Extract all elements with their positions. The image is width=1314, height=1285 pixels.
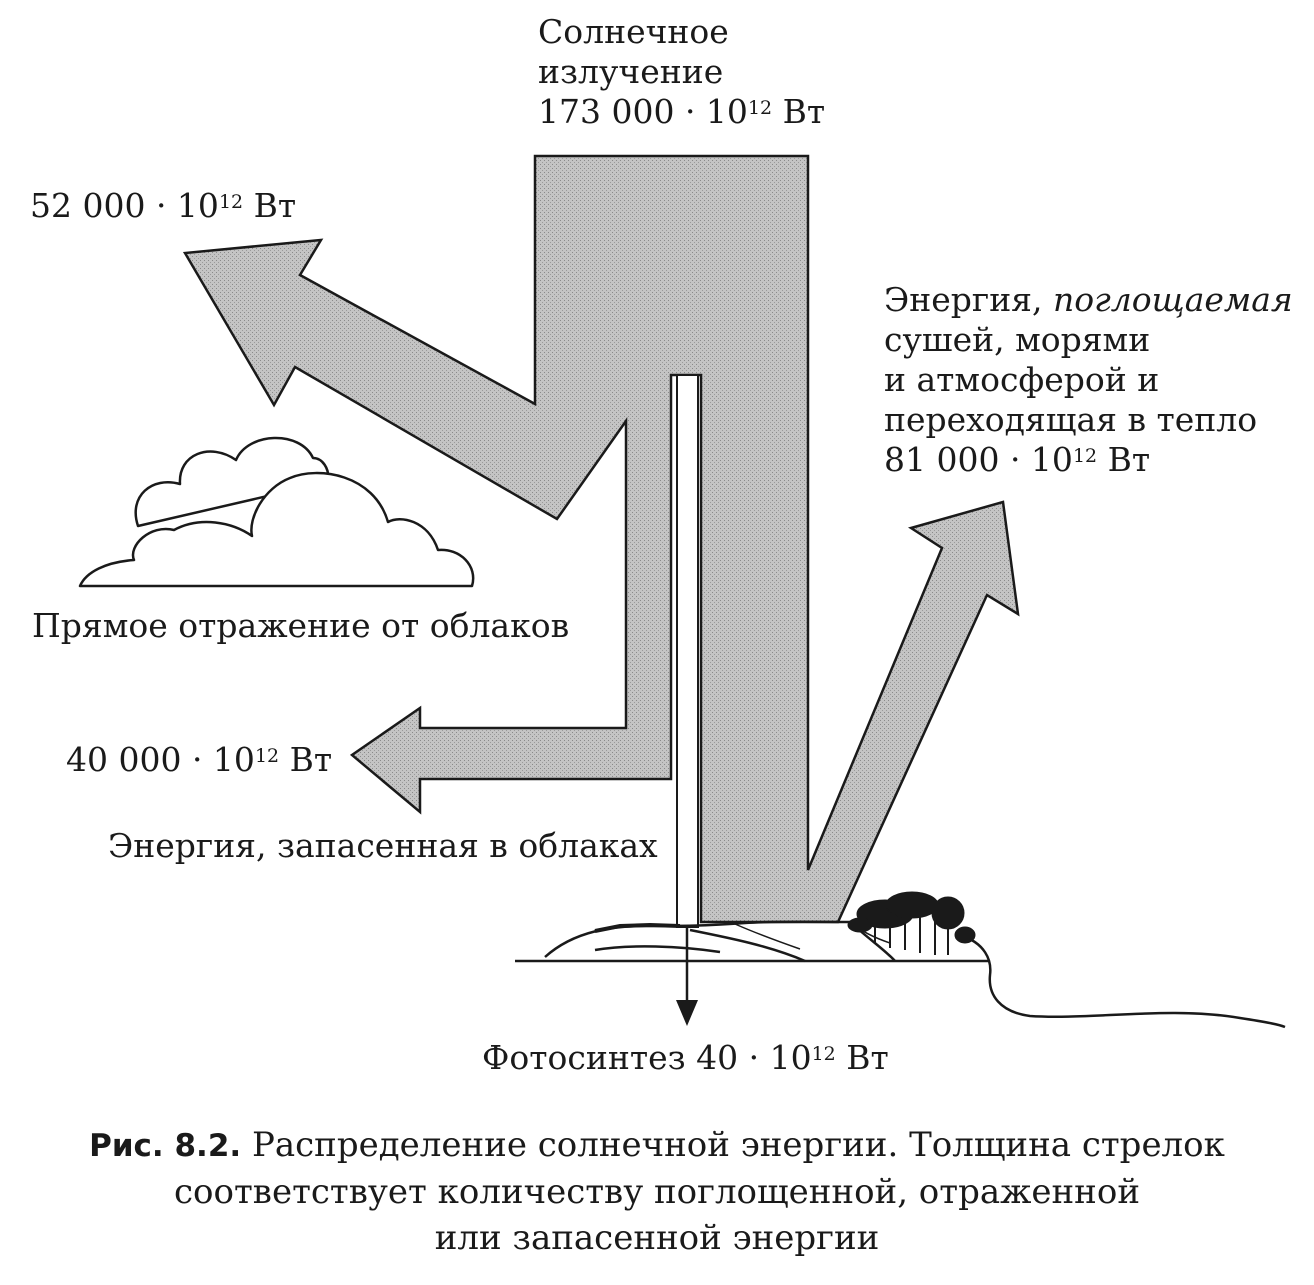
absorbed-energy-label: Энергия, поглощаемая сушей, морями и атм…: [884, 280, 1293, 480]
trees-illustration: [847, 891, 976, 955]
solar-radiation-label: Солнечное излучение 173 000 · 1012 Вт: [538, 12, 825, 132]
stored-value-base: 40 000 · 10: [66, 740, 255, 779]
solar-value-base: 173 000 · 10: [538, 92, 748, 131]
absorbed-value-exp: 12: [1072, 445, 1098, 467]
clouds-reflection-label: Прямое отражение от облаков: [32, 606, 570, 645]
reflected-value-base: 52 000 · 10: [30, 186, 219, 225]
figure-caption: Рис. 8.2. Распределение солнечной энерги…: [0, 1122, 1314, 1261]
caption-line2: соответствует количеству поглощенной, от…: [174, 1172, 1140, 1212]
figure-number: Рис. 8.2.: [89, 1128, 242, 1164]
absorbed-line2: сушей, морями: [884, 320, 1151, 359]
absorbed-value-base: 81 000 · 10: [884, 440, 1073, 479]
stored-value-exp: 12: [254, 745, 280, 767]
photosynthesis-value-base: Фотосинтез 40 · 10: [482, 1038, 812, 1077]
reflected-value-unit: Вт: [243, 186, 297, 225]
absorbed-value: 81 000 · 1012 Вт: [884, 440, 1293, 480]
reflected-value: 52 000 · 1012 Вт: [30, 186, 296, 226]
stored-value-unit: Вт: [279, 740, 333, 779]
solar-label-line2: излучение: [538, 52, 724, 91]
solar-value-unit: Вт: [772, 92, 826, 131]
caption-line1: Рис. 8.2. Распределение солнечной энерги…: [0, 1122, 1314, 1169]
stored-energy-label: Энергия, запасенная в облаках: [108, 826, 658, 865]
solar-label-line1: Солнечное: [538, 12, 729, 51]
absorbed-line1-a: Энергия,: [884, 280, 1053, 319]
absorbed-line1: Энергия, поглощаемая: [884, 280, 1293, 320]
stored-value: 40 000 · 1012 Вт: [66, 740, 332, 780]
energy-flow-diagram: [78, 154, 1286, 1029]
absorbed-line4: переходящая в тепло: [884, 400, 1258, 439]
absorbed-line1-b: поглощаемая: [1052, 280, 1293, 319]
clouds-illustration: [78, 436, 475, 588]
solar-value: 173 000 · 1012 Вт: [538, 92, 825, 132]
absorbed-line3: и атмосферой и: [884, 360, 1160, 399]
land-illustration: [515, 920, 1286, 1029]
reflected-value-exp: 12: [218, 191, 244, 213]
photosynthesis-value-exp: 12: [811, 1043, 836, 1065]
solar-value-exp: 12: [747, 97, 773, 119]
caption-line3: или запасенной энергии: [434, 1218, 880, 1258]
photosynthesis-value: Фотосинтез 40 · 1012 Вт: [482, 1038, 889, 1078]
caption-line1-text: Распределение солнечной энергии. Толщина…: [241, 1125, 1225, 1165]
photosynthesis-arrow: [676, 374, 699, 1026]
absorbed-value-unit: Вт: [1097, 440, 1151, 479]
solar-radiation-arrow: [182, 154, 1020, 924]
photosynthesis-value-unit: Вт: [835, 1038, 889, 1077]
